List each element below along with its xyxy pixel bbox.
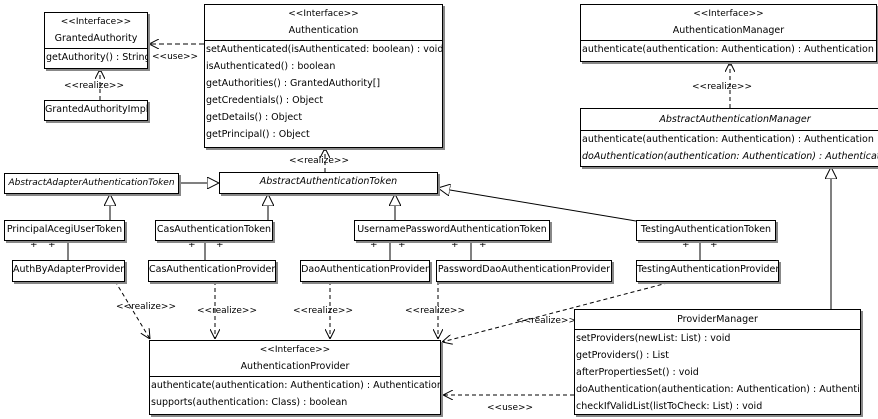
method: authenticate(authentication: Authenticat…: [151, 380, 441, 391]
class-cas-provider[interactable]: CasAuthenticationProvider: [148, 260, 276, 282]
realize-label: <<realize>>: [64, 81, 124, 91]
method: afterPropertiesSet() : void: [576, 367, 699, 378]
plus-marker: +: [710, 240, 718, 250]
class-abstract-token[interactable]: AbstractAuthenticationToken: [219, 172, 438, 194]
generalize-testing-abstract: [438, 188, 637, 222]
stereotype: <<Interface>>: [693, 9, 764, 19]
class-auth-by-adapter-provider[interactable]: AuthByAdapterProvider: [12, 260, 125, 282]
class-testing-token[interactable]: TestingAuthenticationToken: [636, 220, 776, 241]
class-cas-token[interactable]: CasAuthenticationToken: [155, 220, 273, 241]
class-granted-authority[interactable]: <<Interface>> GrantedAuthority getAuthori…: [44, 12, 148, 69]
plus-marker: +: [48, 240, 56, 250]
class-authentication-manager[interactable]: <<Interface>> AuthenticationManager authe…: [580, 4, 877, 62]
method: isAuthenticated() : boolean: [206, 61, 336, 72]
method: doAuthentication(authentication: Authent…: [576, 384, 861, 395]
class-abstract-authentication-manager[interactable]: AbstractAuthenticationManager authentica…: [580, 108, 878, 167]
class-testing-provider[interactable]: TestingAuthenticationProvider: [636, 260, 779, 282]
plus-marker: +: [398, 240, 406, 250]
plus-marker: +: [451, 240, 459, 250]
method: getCredentials() : Object: [206, 95, 324, 106]
method: setAuthenticated(isAuthenticated: boolea…: [206, 44, 443, 55]
class-principal-token[interactable]: PrincipalAcegiUserToken: [4, 220, 125, 241]
realize-label: <<realize>>: [405, 306, 465, 316]
plus-marker: +: [479, 240, 487, 250]
method: getAuthorities() : GrantedAuthority[]: [206, 78, 381, 89]
method: doAuthentication(authentication: Authent…: [582, 151, 878, 162]
class-authentication[interactable]: <<Interface>> Authentication setAuthentic…: [204, 4, 443, 148]
realize-label: <<realize>>: [116, 302, 176, 312]
class-password-dao-provider[interactable]: PasswordDaoAuthenticationProvider: [436, 260, 612, 282]
class-dao-provider[interactable]: DaoAuthenticationProvider: [300, 260, 430, 282]
use-label: <<use>>: [152, 52, 199, 62]
method: getProviders() : List: [576, 350, 669, 361]
plus-marker: +: [30, 240, 38, 250]
class-name: GrantedAuthority: [54, 33, 138, 44]
method: authenticate(authentication: Authenticat…: [582, 134, 874, 145]
stereotype: <<Interface>>: [259, 345, 331, 355]
method: getDetails() : Object: [206, 112, 303, 123]
class-granted-authority-impl[interactable]: GrantedAuthorityImpl: [44, 100, 148, 121]
method: supports(authentication: Class) : boolea…: [151, 397, 348, 408]
method: getAuthority() : String: [46, 52, 148, 63]
plus-marker: +: [188, 240, 196, 250]
class-name: Authentication: [288, 25, 359, 36]
plus-marker: +: [370, 240, 378, 250]
method: setProviders(newList: List) : void: [576, 333, 731, 344]
class-abstract-adapter-token[interactable]: AbstractAdapterAuthenticationToken: [4, 173, 179, 194]
realize-label: <<realize>>: [289, 156, 349, 166]
stereotype: <<Interface>>: [288, 9, 359, 19]
method: checkIfValidList(listToCheck: List) : vo…: [576, 401, 763, 412]
realize-label: <<realize>>: [197, 306, 257, 316]
class-name: AuthenticationProvider: [240, 361, 350, 372]
realize-label: <<realize>>: [516, 316, 576, 326]
class-name: AbstractAuthenticationManager: [581, 109, 878, 131]
plus-marker: +: [216, 240, 224, 250]
class-username-password-token[interactable]: UsernamePasswordAuthenticationToken: [354, 220, 550, 241]
realize-label: <<realize>>: [293, 306, 353, 316]
plus-marker: +: [682, 240, 690, 250]
class-name: ProviderManager: [575, 310, 860, 330]
method: authenticate(authentication: Authenticat…: [582, 44, 874, 55]
class-name: AuthenticationManager: [672, 25, 785, 36]
method: getPrincipal() : Object: [206, 129, 310, 140]
stereotype: <<Interface>>: [60, 17, 132, 27]
class-authentication-provider[interactable]: <<Interface>> AuthenticationProvider auth…: [149, 340, 441, 415]
class-provider-manager[interactable]: ProviderManager setProviders(newList: Li…: [574, 309, 861, 415]
realize-label: <<realize>>: [692, 82, 752, 92]
use-label: <<use>>: [487, 403, 534, 413]
